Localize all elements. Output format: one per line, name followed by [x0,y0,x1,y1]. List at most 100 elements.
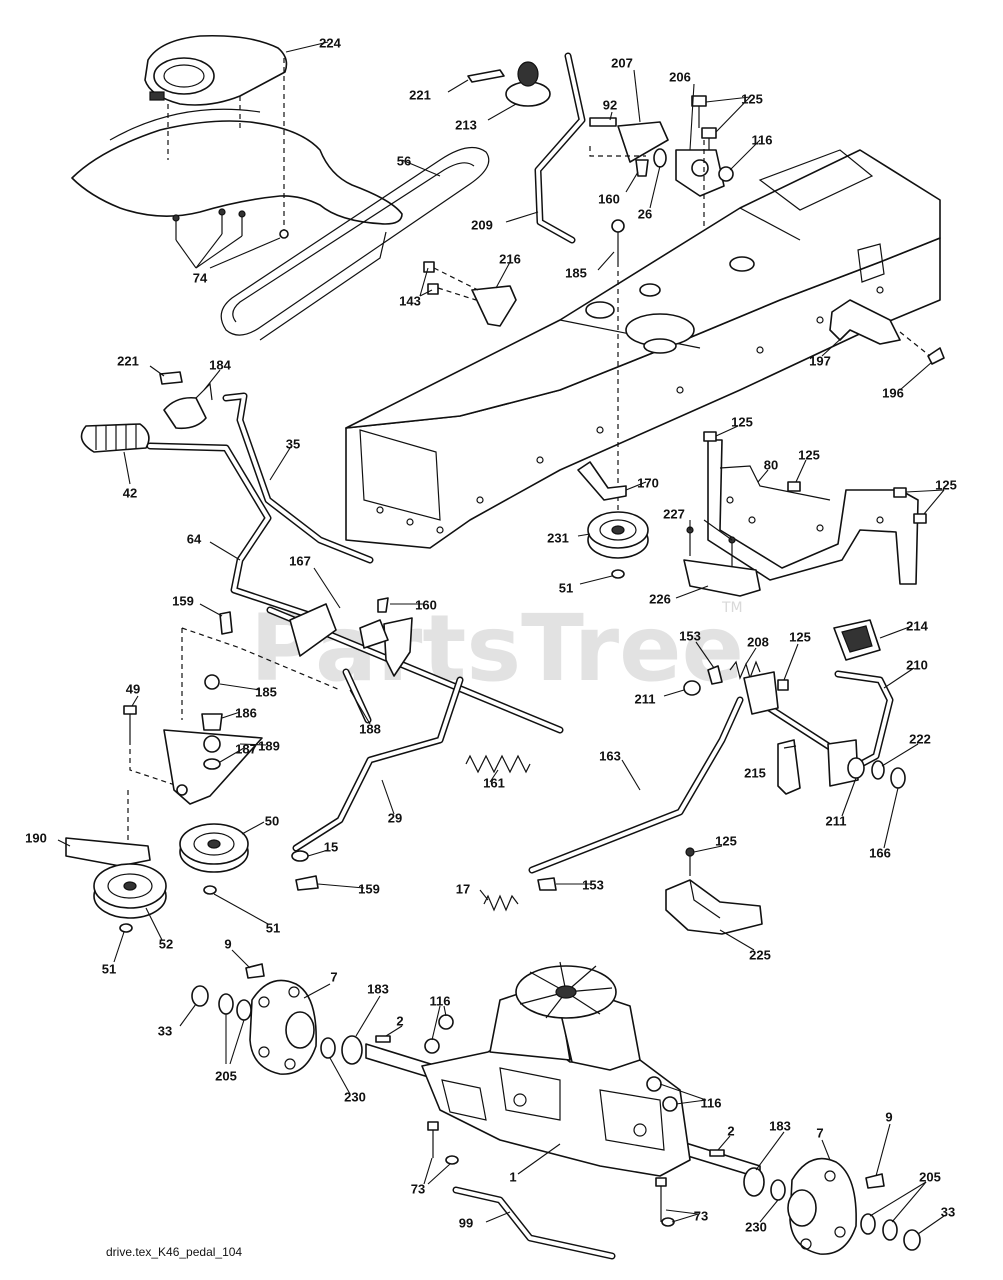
part-label-159: 159 [172,593,194,608]
part-label-42: 42 [123,485,137,500]
part-label-80: 80 [764,457,778,472]
part-label-185: 185 [255,684,277,699]
part-label-225: 225 [749,947,771,962]
part-label-227: 227 [663,506,685,521]
rod-29 [292,676,464,852]
washer-33-left [191,985,209,1007]
bolts-125-top [691,95,717,150]
drawing-code: drive.tex_K46_pedal_104 [106,1245,242,1259]
part-label-9: 9 [885,1109,892,1124]
pulley-231 [587,511,649,559]
chassis-frame [345,149,941,549]
part-label-125: 125 [789,629,811,644]
part-labels: 2242212132072061259211656160262091852161… [25,35,957,1234]
drive-belt-56 [220,146,490,341]
washers-205-left [218,993,252,1021]
washer-230-left [320,1037,336,1059]
bracket-206 [675,149,725,197]
bracket-216 [471,285,517,327]
part-label-209: 209 [471,217,493,232]
bolt-196 [927,347,945,365]
clip-221-top [467,69,505,83]
bolt-185-top [611,219,625,262]
pulley-50 [179,823,249,873]
bolt-49 [123,705,137,740]
part-label-215: 215 [744,765,766,780]
part-label-7: 7 [816,1125,823,1140]
clip-221-left [159,371,183,385]
part-label-99: 99 [459,1215,473,1230]
part-label-230: 230 [745,1219,767,1234]
rod-35 [222,392,374,564]
nut-51-bottom-left [119,923,133,933]
part-label-187: 187 [235,741,257,756]
pulley-52 [93,863,167,919]
fender-assembly [71,108,403,225]
bolts-73-right [655,1177,675,1227]
part-label-29: 29 [388,810,402,825]
part-label-211: 211 [826,813,847,828]
pedal-pad-213 [505,61,551,107]
washer-211-left [683,680,701,696]
clip-159-lower [295,875,319,891]
part-label-211: 211 [635,691,656,706]
wheel-hub-7-right [787,1157,857,1255]
bracket-170 [577,461,627,501]
part-label-33: 33 [158,1023,172,1038]
washer-166 [890,767,906,789]
part-label-221: 221 [117,353,139,368]
part-label-230: 230 [344,1089,366,1104]
part-label-1: 1 [509,1169,516,1184]
part-label-17: 17 [456,881,470,896]
bracket-207 [589,117,669,163]
part-label-197: 197 [809,353,831,368]
part-label-207: 207 [611,55,633,70]
spring-17 [483,894,519,912]
bolt-125-skid [685,847,695,876]
part-label-116: 116 [430,993,451,1008]
spring-161 [465,754,531,774]
part-label-125: 125 [935,477,957,492]
bushing-185-left [204,674,220,690]
part-label-205: 205 [215,1068,237,1083]
pivot-bracket [743,671,779,715]
bracket-190 [65,837,151,867]
part-label-213: 213 [455,117,477,132]
part-label-208: 208 [747,634,769,649]
washer-211-right [847,757,865,779]
clip-15 [291,850,309,862]
rod-99 [452,1186,616,1260]
lever-64 [146,442,334,626]
part-label-2: 2 [727,1123,734,1138]
part-label-159: 159 [358,881,380,896]
bolt-9-left [245,963,265,979]
part-label-183: 183 [367,981,389,996]
part-label-216: 216 [499,251,521,266]
part-label-205: 205 [919,1169,941,1184]
washer-187 [203,758,221,770]
part-label-35: 35 [286,436,300,451]
part-label-116: 116 [701,1095,722,1110]
part-label-190: 190 [25,830,47,845]
part-label-184: 184 [209,357,231,372]
part-label-224: 224 [319,35,341,50]
part-label-9: 9 [224,936,231,951]
part-label-167: 167 [289,553,311,568]
part-label-125: 125 [731,414,753,429]
spring-pin-26 [653,148,667,168]
key-2-left [375,1035,391,1043]
steering-console-224 [144,34,288,106]
part-label-170: 170 [637,475,659,490]
part-label-50: 50 [265,813,279,828]
clip-159-upper [219,611,233,635]
nut-116-top [718,166,734,182]
bolts-73-left [427,1121,459,1165]
fasteners-74 [172,208,289,240]
watermark-trademark: TM [721,600,743,616]
bracket-197 [829,299,901,345]
washers-205-right [860,1213,898,1241]
clip-160-top [635,159,649,177]
part-label-186: 186 [235,705,257,720]
spacer-186 [201,713,223,731]
